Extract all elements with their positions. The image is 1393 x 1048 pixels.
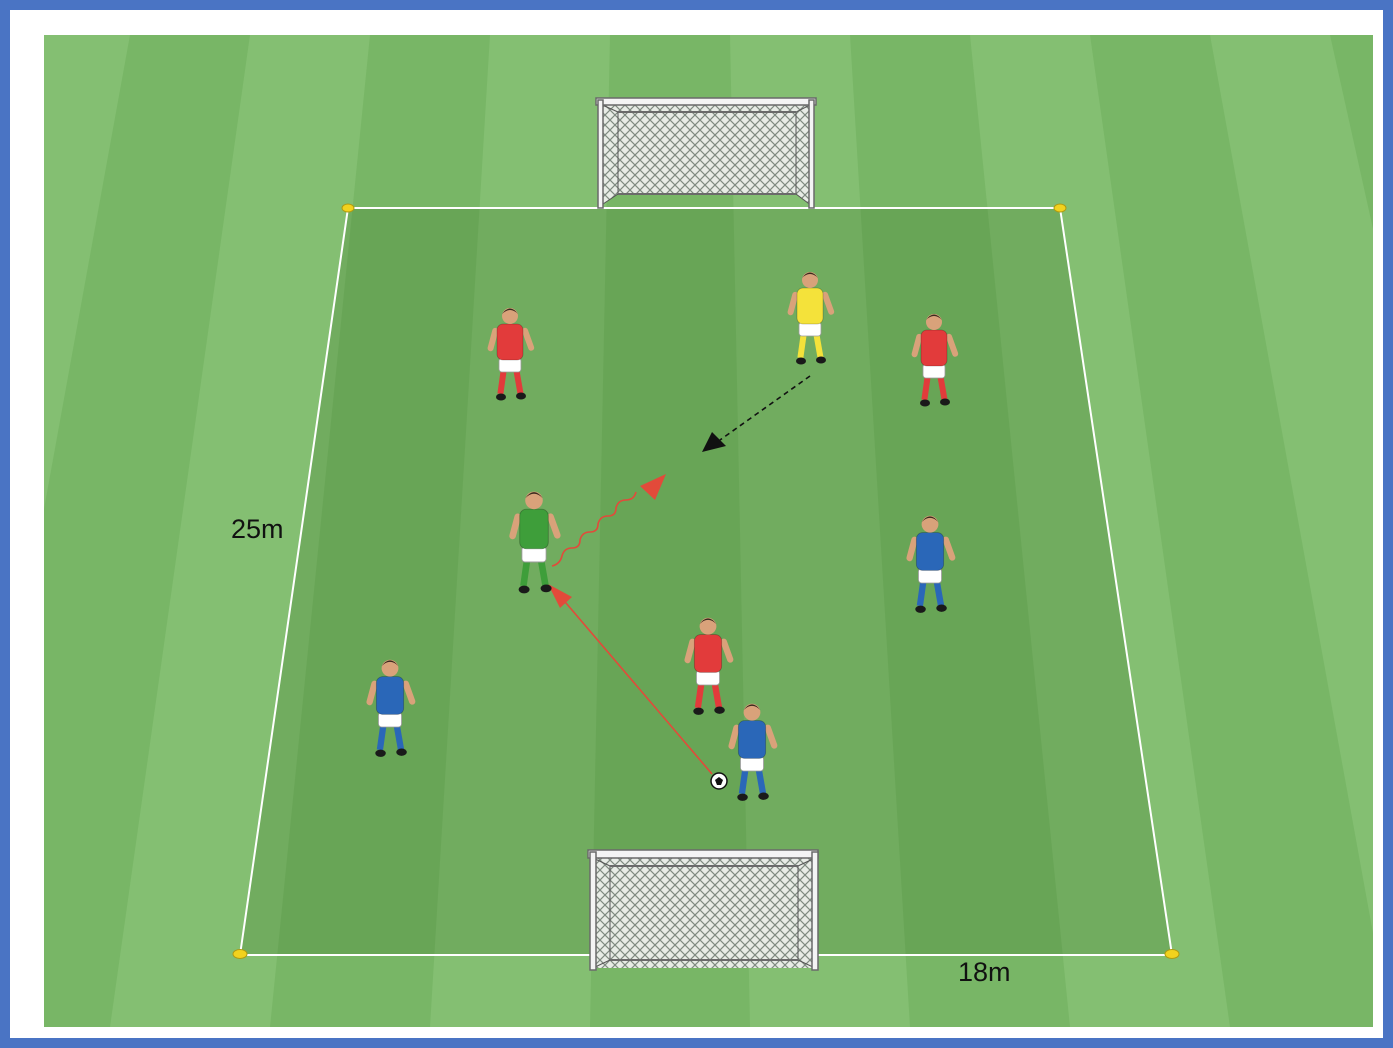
training-area — [240, 208, 1172, 955]
cone-icon — [1054, 204, 1066, 212]
cone-icon — [1165, 950, 1179, 959]
cone-icon — [233, 950, 247, 959]
side-dimension-label: 25m — [231, 516, 284, 543]
ball-icon — [711, 773, 727, 789]
goal-icon — [588, 850, 818, 970]
width-dimension-label: 18m — [958, 959, 1011, 986]
goal-icon — [596, 98, 816, 208]
cone-icon — [342, 204, 354, 212]
